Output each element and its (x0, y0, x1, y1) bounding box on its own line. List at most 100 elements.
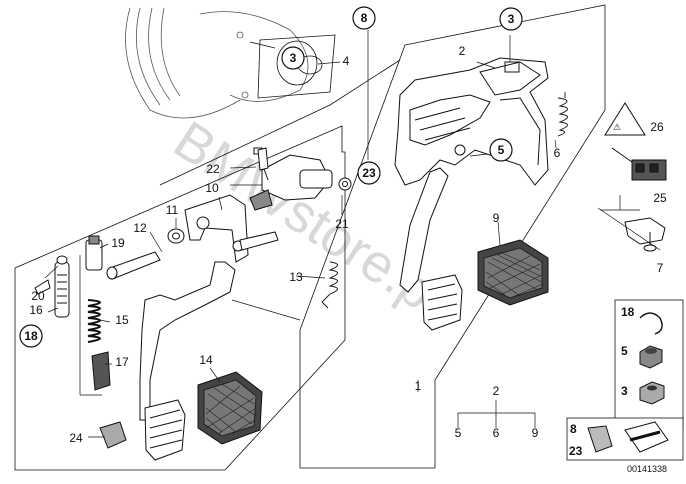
callout-text: 6 (493, 426, 500, 440)
callout-g2: 2 (493, 384, 500, 398)
brake-booster (125, 7, 336, 119)
callout-c18: 18 (19, 324, 43, 348)
diagram-code: 00141338 (627, 464, 667, 474)
callout-c16: 16 (29, 303, 43, 317)
callout-c19: 19 (111, 236, 125, 250)
callout-text: 3 (508, 12, 515, 26)
callout-c11: 11 (166, 203, 179, 217)
warning-triangle-26: ⚠ (604, 102, 646, 136)
callout-c7: 7 (657, 261, 664, 275)
callout-text: 20 (31, 289, 45, 303)
callout-text: 10 (205, 181, 219, 195)
callout-c3: 3 (281, 46, 305, 70)
pin-12 (109, 251, 161, 279)
callout-text: 6 (554, 146, 561, 160)
frame-pedal-box (299, 4, 606, 469)
screw-20 (34, 279, 51, 295)
legend-clip-icon (587, 425, 613, 453)
pad-24 (99, 421, 127, 449)
pedal-lever (139, 261, 236, 461)
callout-c4: 4 (343, 54, 350, 68)
legend-l18: 18 (621, 305, 635, 319)
callout-c17: 17 (115, 355, 129, 369)
callout-g6: 6 (493, 426, 500, 440)
callout-text: 3 (290, 51, 297, 65)
legend-circlip-icon (639, 312, 663, 335)
callout-text: 4 (343, 54, 350, 68)
sleeve-17 (91, 351, 111, 391)
callout-circle (352, 6, 376, 30)
callout-text: 19 (111, 236, 125, 250)
callout-c26: 26 (650, 120, 664, 134)
callout-text: 11 (166, 203, 179, 217)
callout-text: 7 (657, 261, 664, 275)
legend-l23: 23 (569, 444, 583, 458)
callout-c22: 22 (206, 162, 220, 176)
callout-text: 13 (289, 270, 303, 284)
callout-c20: 20 (31, 289, 45, 303)
brake-pedal-10 (184, 194, 279, 263)
callout-text: 5 (455, 426, 462, 440)
callout-c10: 10 (205, 181, 219, 195)
callout-text: 24 (69, 431, 83, 445)
pedal-box-bracket (394, 57, 549, 186)
svg-text:⚠: ⚠ (613, 122, 621, 132)
frame-lower-left (14, 125, 346, 471)
small-parts (34, 147, 269, 449)
legend-labels: 18 5 3 8 23 (569, 305, 635, 458)
callout-circle (499, 7, 523, 31)
callout-text: 2 (493, 384, 500, 398)
callout-g9: 9 (532, 426, 539, 440)
callout-circle (19, 324, 43, 348)
pin-22 (257, 147, 269, 171)
callout-c24: 24 (69, 431, 83, 445)
callout-circle (281, 46, 305, 70)
callout-c3b: 3 (499, 7, 523, 31)
callout-c21: 21 (335, 217, 349, 231)
callout-text: 9 (532, 426, 539, 440)
callout-text: 17 (115, 355, 129, 369)
callout-c8: 8 (352, 6, 376, 30)
callout-text: 8 (361, 11, 368, 25)
callout-c9: 9 (493, 211, 500, 225)
callout-c15: 15 (115, 313, 129, 327)
spring-6 (557, 92, 568, 137)
legend-nut-icon (639, 381, 665, 405)
legend-l8: 8 (570, 422, 577, 436)
callout-text: 21 (335, 217, 349, 231)
legend-l3: 3 (621, 384, 628, 398)
callout-c12: 12 (133, 221, 147, 235)
callout-circle (357, 161, 381, 185)
spring-15 (87, 299, 101, 343)
callout-text: 14 (199, 353, 213, 367)
callout-text: 26 (650, 120, 664, 134)
pedal-pad-14 (197, 371, 263, 445)
callout-text: 22 (206, 162, 220, 176)
callout-c6: 6 (554, 146, 561, 160)
callout-text: 1 (415, 379, 422, 393)
callout-text: 16 (29, 303, 43, 317)
clip-7 (624, 217, 666, 252)
callout-c13: 13 (289, 270, 303, 284)
callout-text: 25 (653, 191, 667, 205)
callout-text: 2 (459, 44, 466, 58)
callout-c2: 2 (459, 44, 466, 58)
legend-l5: 5 (621, 344, 628, 358)
callout-circle (489, 138, 513, 162)
callout-text: 18 (24, 329, 38, 343)
frame-top-line (159, 59, 401, 186)
booster-flange (257, 34, 336, 99)
spring-13 (321, 261, 338, 309)
switch-25 (611, 147, 667, 181)
callout-text: 5 (498, 143, 505, 157)
callout-c5: 5 (489, 138, 513, 162)
callout-text: 9 (493, 211, 500, 225)
clutch-pedal (399, 167, 463, 331)
callout-g5: 5 (455, 426, 462, 440)
callout-c23: 23 (357, 161, 381, 185)
assembly-frames (14, 4, 606, 471)
callout-text: 12 (133, 221, 147, 235)
